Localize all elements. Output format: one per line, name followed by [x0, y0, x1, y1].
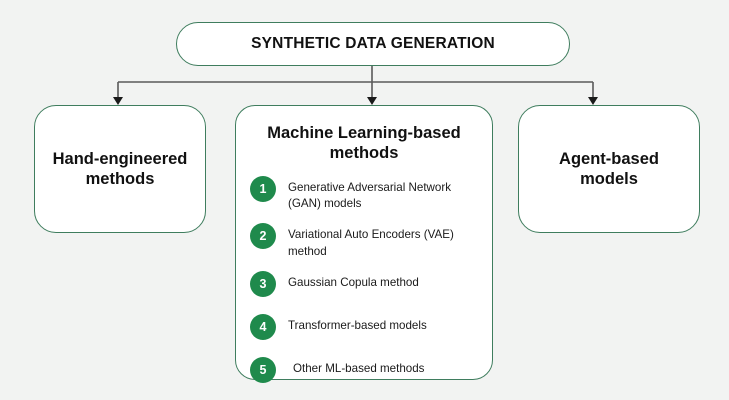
- root-node-title: SYNTHETIC DATA GENERATION: [251, 35, 495, 52]
- list-item[interactable]: 3 Gaussian Copula method: [250, 270, 478, 297]
- list-item-number-badge: 4: [250, 313, 276, 340]
- list-item-label: Gaussian Copula method: [288, 275, 419, 289]
- branch-label-agent-based: Agent-based models: [559, 149, 659, 188]
- branch-title-machine-learning: Machine Learning-based methods: [267, 124, 461, 162]
- branch-node-machine-learning[interactable]: Machine Learning-based methods 1 Generat…: [235, 105, 493, 383]
- arrow-head-center: [367, 97, 377, 105]
- list-item-label: Variational Auto Encoders (VAE) method: [288, 228, 454, 258]
- list-item[interactable]: 4 Transformer-based models: [250, 313, 478, 340]
- list-item-label: Transformer-based models: [288, 318, 427, 332]
- branch-node-hand-engineered[interactable]: Hand-engineered methods: [34, 105, 206, 233]
- list-item-label: Other ML-based methods: [293, 361, 425, 375]
- branch-node-agent-based[interactable]: Agent-based models: [518, 105, 700, 233]
- list-item[interactable]: 5 Other ML-based methods: [250, 356, 478, 383]
- list-item-number-badge: 1: [250, 175, 276, 202]
- list-item-number-badge: 5: [250, 356, 276, 383]
- ml-methods-list: 1 Generative Adversarial Network (GAN) m…: [250, 175, 478, 383]
- list-item[interactable]: 2 Variational Auto Encoders (VAE) method: [250, 223, 478, 261]
- list-item[interactable]: 1 Generative Adversarial Network (GAN) m…: [250, 175, 478, 214]
- list-item-label: Generative Adversarial Network (GAN) mod…: [288, 180, 452, 211]
- arrow-head-left: [113, 97, 123, 105]
- branch-label-hand-engineered: Hand-engineered methods: [52, 149, 188, 188]
- list-item-number-badge: 3: [250, 270, 276, 297]
- list-item-number-badge: 2: [250, 223, 276, 250]
- arrow-head-right: [588, 97, 598, 105]
- root-node[interactable]: SYNTHETIC DATA GENERATION: [176, 22, 570, 66]
